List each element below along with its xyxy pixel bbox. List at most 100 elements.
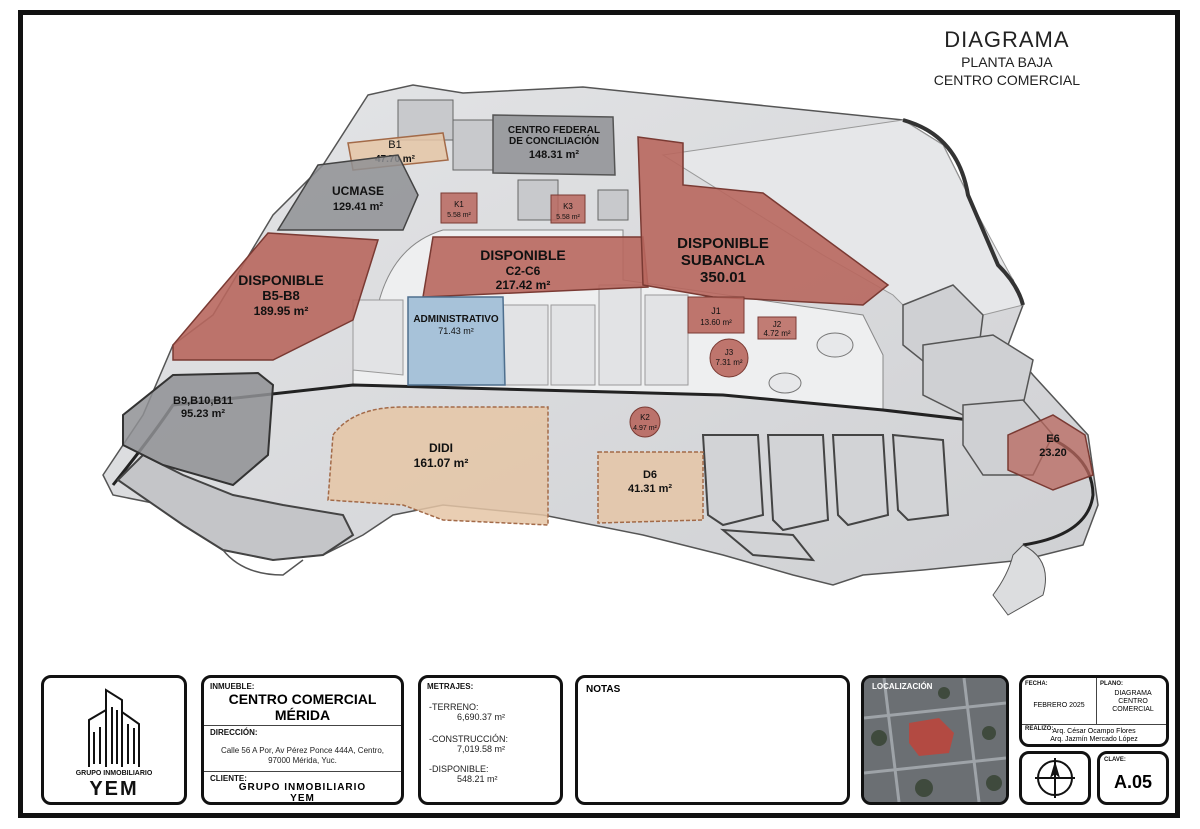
zone-d6-name: D6 bbox=[643, 469, 657, 481]
building-logo-icon bbox=[88, 688, 140, 767]
direccion-value1: Calle 56 A Por, Av Pérez Ponce 444A, Cen… bbox=[220, 746, 385, 755]
zone-c2-c6[interactable] bbox=[422, 236, 649, 298]
zone-e6-name: E6 bbox=[1046, 433, 1059, 445]
notas-label: NOTAS bbox=[586, 684, 621, 695]
zone-didi[interactable] bbox=[327, 406, 549, 526]
clave-box: CLAVE: A.05 bbox=[1097, 751, 1169, 805]
fountain-icon bbox=[768, 372, 802, 394]
zone-centro-federal-area: 148.31 m² bbox=[529, 149, 579, 161]
realizo-value2: Arq. Jazmín Mercado López bbox=[1050, 736, 1138, 743]
terreno-label: -TERRENO: bbox=[429, 702, 479, 712]
clave-label: CLAVE: bbox=[1104, 757, 1126, 763]
zone-d6[interactable] bbox=[597, 451, 704, 524]
zone-k3-area: 5.58 m² bbox=[556, 214, 580, 221]
plano-value1: DIAGRAMA bbox=[1114, 690, 1152, 697]
zone-ucmase-area: 129.41 m² bbox=[333, 201, 383, 213]
zone-k1[interactable] bbox=[440, 192, 478, 224]
disponible-value: 548.21 m² bbox=[457, 774, 498, 784]
zone-b9-b11-name: B9,B10,B11 bbox=[173, 395, 233, 407]
plano-label: PLANO: bbox=[1100, 681, 1123, 687]
plano-value2: CENTRO bbox=[1118, 698, 1148, 705]
zone-c2-c6-name2: C2-C6 bbox=[506, 264, 541, 278]
zone-centro-federal-name1: CENTRO FEDERAL bbox=[508, 125, 600, 136]
entrance-steps bbox=[222, 549, 304, 576]
location-map bbox=[864, 678, 1006, 802]
inmueble-box: INMUEBLE: CENTRO COMERCIAL MÉRIDA DIRECC… bbox=[201, 675, 404, 805]
zone-didi-area: 161.07 m² bbox=[414, 456, 469, 470]
zone-subancla-name1: DISPONIBLE bbox=[677, 235, 769, 252]
central-service bbox=[397, 99, 629, 221]
zone-b9-b11[interactable] bbox=[122, 371, 275, 487]
zone-centro-federal-name2: DE CONCILIACIÓN bbox=[509, 134, 599, 147]
fecha-plano-box: FECHA: FEBRERO 2025 PLANO: DIAGRAMA CENT… bbox=[1019, 675, 1169, 747]
zone-j1-area: 13.60 m² bbox=[700, 318, 732, 327]
direccion-label: DIRECCIÓN: bbox=[210, 728, 258, 737]
zone-j2[interactable] bbox=[757, 316, 797, 340]
zone-centro-federal[interactable] bbox=[492, 114, 616, 176]
inmueble-value1: CENTRO COMERCIAL bbox=[228, 691, 377, 707]
zone-subancla-area: 350.01 bbox=[700, 269, 746, 286]
logo-box: GRUPO INMOBILIARIO YEM bbox=[41, 675, 187, 805]
floor-plan-diagram: B1 47.70 m² CENTRO FEDERAL DE CONCILIACI… bbox=[102, 84, 1099, 616]
metrajes-label: METRAJES: bbox=[427, 682, 474, 691]
zone-b5-b8-name2: B5-B8 bbox=[262, 288, 300, 303]
zone-e6[interactable] bbox=[1007, 414, 1094, 491]
zone-j2-name: J2 bbox=[773, 320, 782, 329]
zone-e6-area: 23.20 bbox=[1039, 447, 1067, 459]
realizo-label: REALIZO: bbox=[1025, 726, 1054, 732]
zone-ucmase[interactable] bbox=[276, 154, 419, 231]
zone-k2-name: K2 bbox=[640, 413, 650, 422]
lower-right-stores bbox=[701, 433, 950, 562]
zone-c2-c6-name1: DISPONIBLE bbox=[480, 247, 566, 263]
zone-j3-area: 7.31 m² bbox=[715, 358, 742, 367]
cliente-label: CLIENTE: bbox=[210, 774, 247, 783]
cliente-value1: GRUPO INMOBILIARIO bbox=[238, 782, 367, 793]
zone-b5-b8[interactable] bbox=[172, 232, 380, 361]
zone-c2-c6-area: 217.42 m² bbox=[496, 278, 551, 292]
zone-k3-name: K3 bbox=[563, 202, 573, 211]
zone-administrativo-area: 71.43 m² bbox=[438, 326, 474, 336]
notas-box: NOTAS bbox=[575, 675, 850, 805]
diagram-title: DIAGRAMA PLANTA BAJA CENTRO COMERCIAL bbox=[934, 27, 1080, 89]
sheet-frame: B1 47.70 m² CENTRO FEDERAL DE CONCILIACI… bbox=[18, 10, 1180, 818]
inmueble-label: INMUEBLE: bbox=[210, 682, 255, 691]
zone-j1[interactable] bbox=[687, 296, 745, 334]
plano-value3: COMERCIAL bbox=[1112, 706, 1154, 713]
terreno-value: 6,690.37 m² bbox=[457, 712, 506, 722]
entrance-steps bbox=[992, 544, 1046, 616]
zone-j3[interactable] bbox=[709, 338, 749, 378]
north-box bbox=[1019, 751, 1091, 805]
left-wing bbox=[116, 453, 355, 562]
zone-k3[interactable] bbox=[550, 194, 586, 224]
clave-value: A.05 bbox=[1113, 772, 1153, 792]
zone-subancla[interactable] bbox=[637, 136, 890, 306]
localizacion-label: LOCALIZACIÓN bbox=[872, 682, 933, 691]
zone-k2[interactable] bbox=[629, 406, 661, 438]
zone-administrativo[interactable] bbox=[407, 296, 506, 386]
construccion-value: 7,019.58 m² bbox=[457, 744, 506, 754]
middle-shops bbox=[352, 284, 689, 386]
right-wing bbox=[902, 284, 1054, 476]
zone-k2-area: 4.97 m² bbox=[633, 425, 657, 432]
title-line2: PLANTA BAJA bbox=[961, 54, 1053, 70]
perimeter-wall bbox=[902, 118, 1025, 306]
north-arrow-icon bbox=[1035, 758, 1075, 798]
title-line3: CENTRO COMERCIAL bbox=[933, 72, 1080, 88]
zone-b5-b8-name1: DISPONIBLE bbox=[238, 272, 324, 288]
zone-administrativo-name: ADMINISTRATIVO bbox=[413, 314, 499, 325]
localizacion-box: LOCALIZACIÓN bbox=[861, 675, 1009, 805]
fecha-value: FEBRERO 2025 bbox=[1033, 702, 1085, 709]
zone-b5-b8-area: 189.95 m² bbox=[254, 304, 309, 318]
logo-brand: YEM bbox=[89, 778, 139, 800]
zone-b1-name: B1 bbox=[388, 139, 401, 151]
zone-subancla-name2: SUBANCLA bbox=[681, 252, 765, 269]
zone-k1-area: 5.58 m² bbox=[447, 212, 471, 219]
zone-j2-area: 4.72 m² bbox=[763, 329, 790, 338]
zone-b9-b11-area: 95.23 m² bbox=[181, 408, 225, 420]
construccion-label: -CONSTRUCCIÓN: bbox=[429, 734, 508, 744]
fecha-cell: FECHA: FEBRERO 2025 bbox=[1022, 678, 1097, 724]
title-line1: DIAGRAMA bbox=[944, 27, 1070, 52]
zone-didi-name: DIDI bbox=[429, 441, 453, 455]
fountain-icon bbox=[816, 332, 854, 358]
zone-j1-name: J1 bbox=[711, 306, 721, 316]
